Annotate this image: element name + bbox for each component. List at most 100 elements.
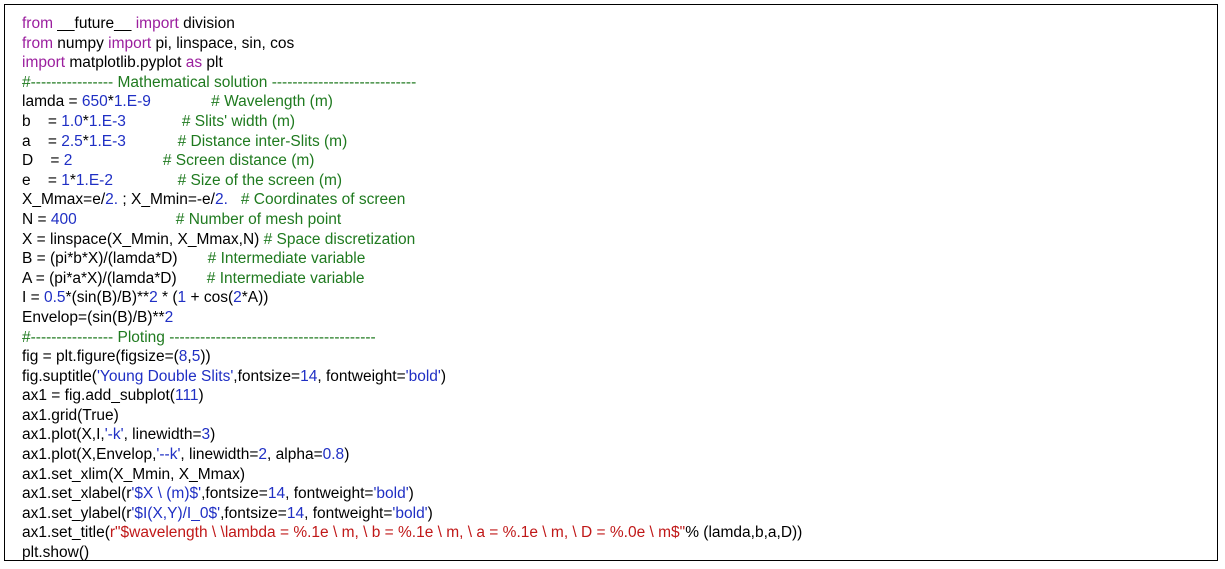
number-token: 111 bbox=[174, 387, 199, 405]
code-token: ax1.set_title( bbox=[22, 524, 110, 542]
code-token bbox=[77, 211, 176, 228]
code-token: , fontweight= bbox=[285, 485, 374, 503]
comment-token: # Space discretization bbox=[263, 230, 416, 248]
code-token: plt.show() bbox=[22, 544, 90, 562]
code-line: ax1.set_ylabel(r'$I(X,Y)/I_0$',fontsize=… bbox=[22, 504, 802, 524]
code-token: pi, linspace, sin, cos bbox=[151, 34, 295, 52]
code-token: fig.suptitle( bbox=[22, 367, 97, 385]
number-token: 0.5 bbox=[43, 289, 66, 307]
code-token: B = (pi*b*X)/(lamda*D) bbox=[22, 250, 208, 268]
code-token: ) bbox=[408, 485, 414, 503]
code-token: D = bbox=[22, 152, 64, 170]
code-line: from numpy import pi, linspace, sin, cos bbox=[22, 34, 802, 54]
code-line: ax1.grid(True) bbox=[22, 406, 802, 426]
number-token: 1.0 bbox=[61, 112, 83, 130]
string-token: 'bold' bbox=[392, 504, 428, 522]
comment-token: # Size of the screen (m) bbox=[177, 171, 343, 189]
code-line: plt.show() bbox=[22, 543, 802, 563]
number-token: 400 bbox=[50, 210, 77, 228]
code-token: * bbox=[82, 132, 89, 150]
code-line: fig = plt.figure(figsize=(8,5)) bbox=[22, 347, 802, 367]
code-token: ,fontsize= bbox=[233, 367, 301, 385]
code-line: ax1.set_xlim(X_Mmin, X_Mmax) bbox=[22, 465, 802, 485]
comment-token: # Number of mesh point bbox=[175, 210, 342, 228]
code-token bbox=[126, 113, 182, 130]
keyword-token: as bbox=[185, 54, 203, 72]
code-token: , bbox=[187, 348, 192, 366]
code-token: ,fontsize= bbox=[201, 485, 268, 503]
code-token: __future__ bbox=[53, 15, 136, 32]
code-token: *(sin(B)/B)** bbox=[65, 289, 150, 307]
string-token: 'bold' bbox=[373, 485, 409, 503]
code-token: * bbox=[107, 93, 114, 111]
code-line: lamda = 650*1.E-9 # Wavelength (m) bbox=[22, 92, 802, 112]
code-line: #---------------- Mathematical solution … bbox=[22, 73, 802, 93]
code-line: #---------------- Ploting --------------… bbox=[22, 328, 802, 348]
code-token: plt bbox=[202, 54, 223, 72]
code-token: matplotlib.pyplot bbox=[65, 54, 186, 72]
code-token: ax1.plot(X,Envelop, bbox=[22, 446, 157, 464]
number-token: 2 bbox=[149, 289, 158, 307]
code-token: )) bbox=[200, 348, 211, 366]
code-token: division bbox=[178, 15, 235, 32]
comment-token: # Wavelength (m) bbox=[211, 93, 333, 111]
string-token: '$X \ (m)$' bbox=[131, 485, 202, 503]
code-line: ax1.plot(X,Envelop,'--k', linewidth=2, a… bbox=[22, 445, 802, 465]
code-token: ax1.set_xlim(X_Mmin, X_Mmax) bbox=[22, 465, 246, 483]
code-line: fig.suptitle('Young Double Slits',fontsi… bbox=[22, 367, 802, 387]
number-token: 8 bbox=[178, 348, 188, 366]
comment-token: #---------------- Mathematical solution … bbox=[22, 73, 417, 91]
code-token: * bbox=[69, 171, 76, 189]
code-token: , alpha= bbox=[267, 446, 323, 464]
comment-token: # Distance inter-Slits (m) bbox=[177, 132, 348, 150]
code-line: N = 400 # Number of mesh point bbox=[22, 210, 802, 230]
code-token: *A)) bbox=[241, 289, 269, 307]
keyword-token: from bbox=[22, 15, 53, 32]
number-token: 650 bbox=[81, 93, 108, 111]
code-line: ax1.set_xlabel(r'$X \ (m)$',fontsize=14,… bbox=[22, 484, 802, 504]
code-token: N = bbox=[22, 210, 51, 228]
number-token: 2 bbox=[63, 152, 73, 170]
code-token: e = bbox=[22, 171, 62, 189]
code-token: % (lamda,b,a,D)) bbox=[685, 524, 803, 542]
code-token: b = bbox=[22, 112, 62, 130]
code-token: lamda = bbox=[22, 93, 82, 111]
number-token: 1.E-9 bbox=[113, 93, 151, 111]
code-token: , linewidth= bbox=[123, 426, 202, 444]
string-token: 'Young Double Slits' bbox=[96, 367, 234, 385]
number-token: 14 bbox=[267, 485, 286, 503]
code-token bbox=[228, 191, 241, 208]
code-token: * bbox=[82, 112, 89, 130]
code-token bbox=[126, 133, 178, 150]
code-token: , fontweight= bbox=[304, 504, 393, 522]
comment-token: # Coordinates of screen bbox=[240, 191, 406, 209]
comment-token: # Screen distance (m) bbox=[162, 152, 315, 170]
number-token: 3 bbox=[201, 426, 211, 444]
code-token bbox=[151, 93, 211, 110]
code-token: * ( bbox=[157, 289, 178, 307]
code-token: ) bbox=[427, 504, 433, 522]
code-token: X_Mmax=e/ bbox=[22, 191, 106, 209]
code-token: ,fontsize= bbox=[220, 504, 287, 522]
comment-token: #---------------- Ploting --------------… bbox=[22, 328, 376, 346]
code-token: ax1.set_xlabel(r bbox=[22, 485, 132, 503]
code-line: a = 2.5*1.E-3 # Distance inter-Slits (m) bbox=[22, 132, 802, 152]
keyword-token: import bbox=[135, 15, 179, 32]
number-token: 1.E-2 bbox=[75, 171, 113, 189]
code-token bbox=[113, 172, 178, 189]
comment-token: # Slits' width (m) bbox=[181, 112, 296, 130]
string-token: '--k' bbox=[156, 446, 181, 464]
code-token: X = linspace(X_Mmin, X_Mmax,N) bbox=[22, 230, 264, 248]
code-token: , fontweight= bbox=[317, 367, 406, 385]
number-token: 2.5 bbox=[61, 132, 83, 150]
number-token: 5 bbox=[191, 348, 201, 366]
keyword-token: import bbox=[108, 34, 152, 52]
number-token: 2 bbox=[258, 446, 268, 464]
code-token: ) bbox=[440, 367, 447, 385]
code-token: ax1.plot(X,I, bbox=[22, 426, 105, 444]
code-token: + cos( bbox=[186, 289, 234, 307]
number-token: 2. bbox=[105, 191, 119, 209]
number-token: 2 bbox=[164, 308, 174, 326]
code-line: Envelop=(sin(B)/B)**2 bbox=[22, 308, 802, 328]
number-token: 1 bbox=[61, 171, 70, 189]
